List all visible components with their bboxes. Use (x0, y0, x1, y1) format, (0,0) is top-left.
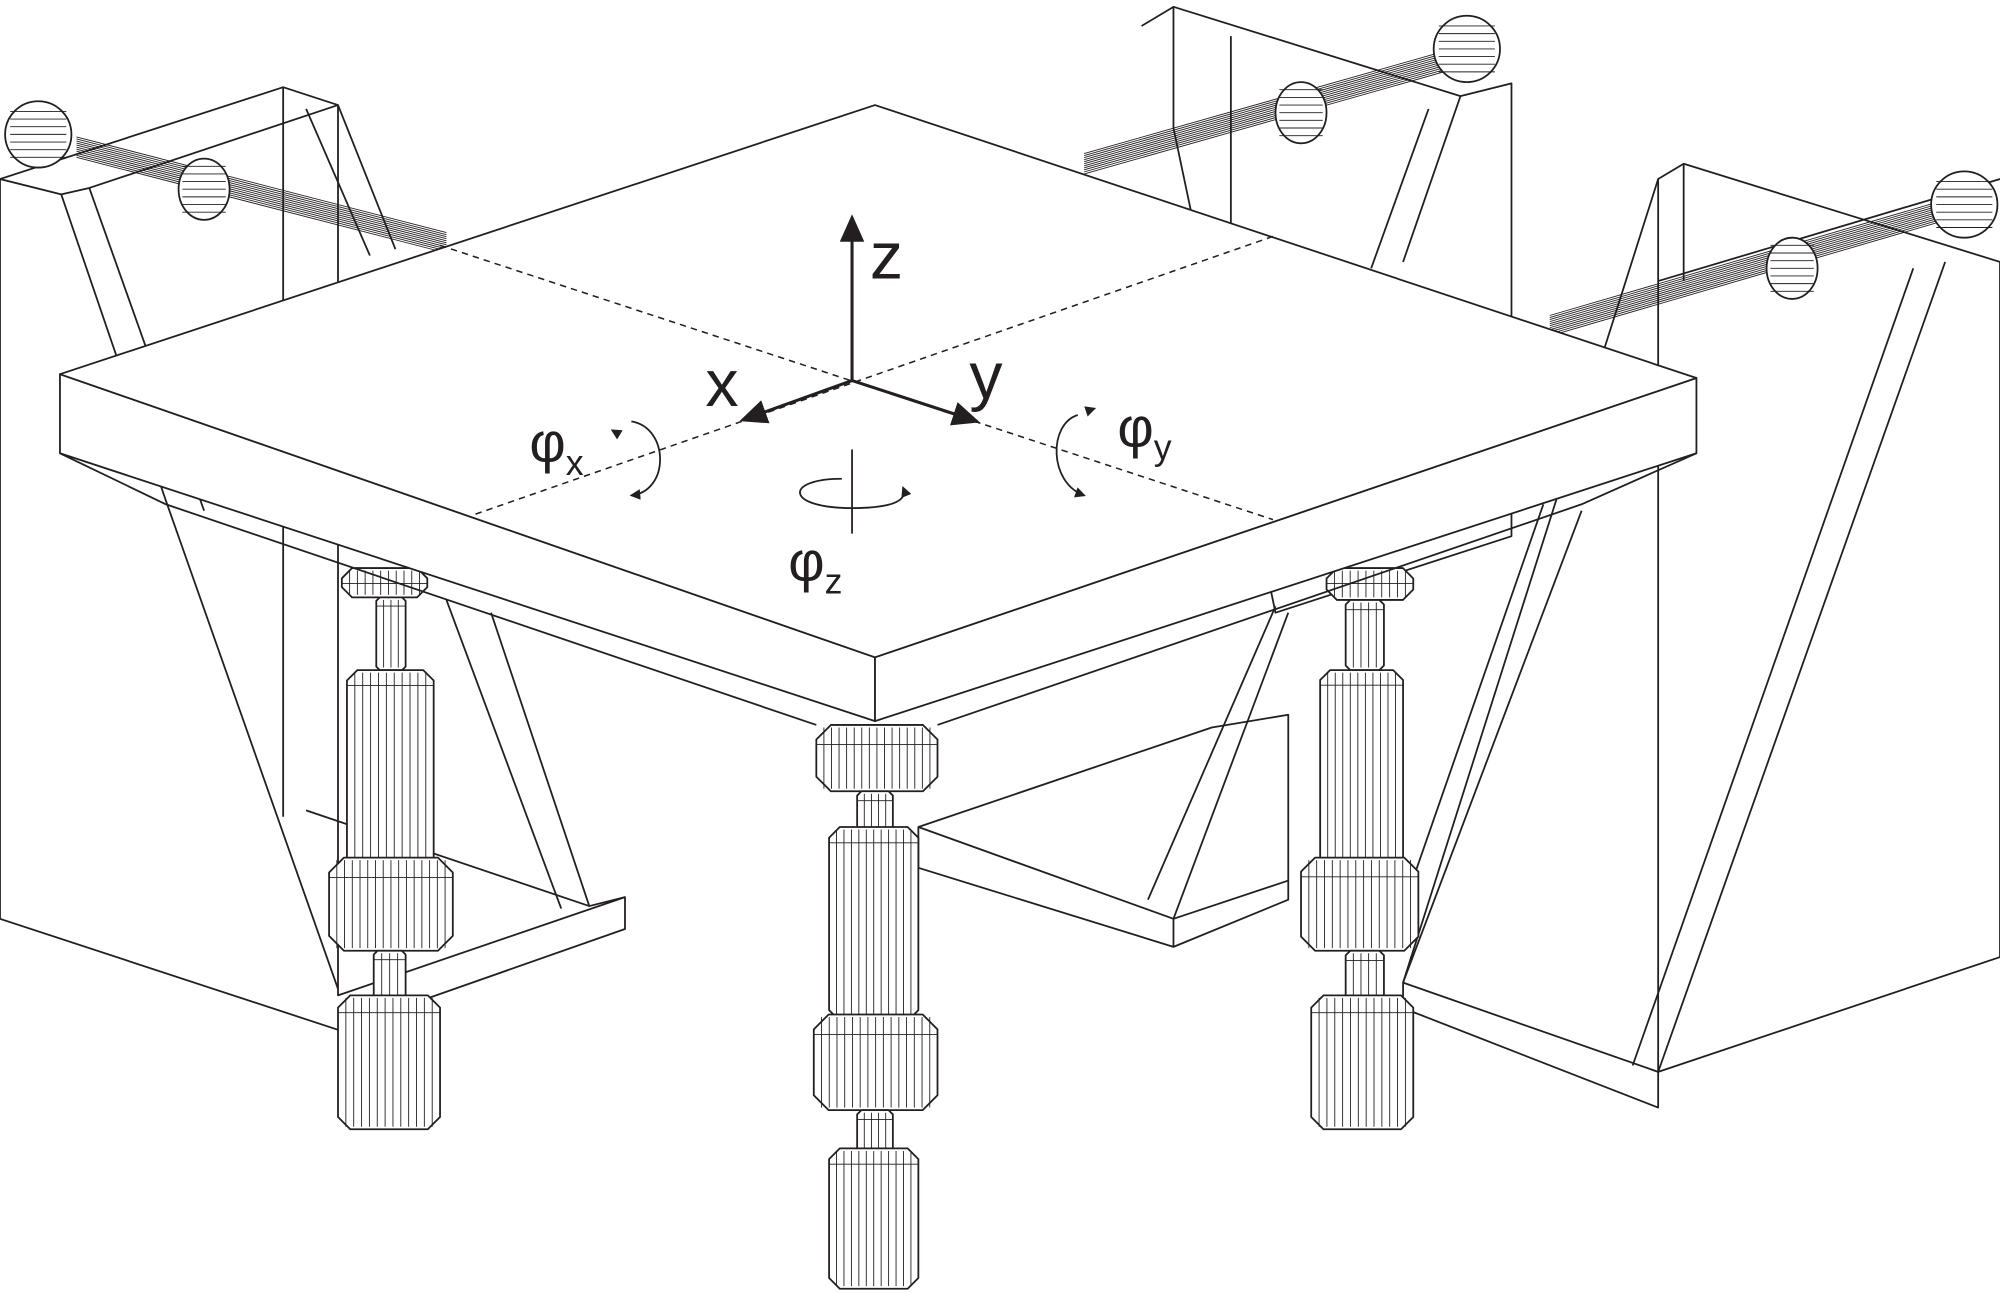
leg-cylinder-segment (1344, 949, 1385, 1003)
leg-cylinder-segment (828, 1147, 920, 1290)
rod-knob (1930, 170, 1999, 239)
y-axis-label: y (969, 339, 1003, 413)
phi-z-subscript: z (825, 562, 843, 602)
leg-cylinder-segment (1344, 599, 1385, 671)
adjustment-rods (4, 14, 1999, 337)
leg-cylinder-segment (815, 724, 939, 793)
rotation-arrow-y-icon (1055, 414, 1086, 498)
bracket-right (1389, 162, 2000, 1109)
leg-cylinder-segment (828, 826, 920, 1022)
leg-cylinder-segment (1310, 994, 1415, 1131)
phi-y-subscript: y (1154, 428, 1172, 468)
rotation-z: φz (788, 449, 912, 602)
adjustment-rod (1549, 170, 1999, 337)
rotation-arrow-x-icon (629, 420, 661, 500)
z-axis-label: z (870, 220, 903, 294)
phi-x-subscript: x (566, 443, 584, 483)
centerline-y (474, 235, 1274, 516)
y-axis-arrow (851, 379, 980, 426)
rotation-y: φy (1055, 396, 1172, 498)
leg-cylinder-segment (1319, 669, 1404, 869)
leg-cylinder-segment (372, 949, 407, 1003)
support-legs (328, 567, 1420, 1290)
leg-cylinder-segment (1325, 567, 1415, 601)
coordinate-axes: z x y (705, 214, 1003, 426)
table-plate (59, 104, 1698, 726)
support-leg (812, 724, 939, 1290)
x-axis-arrow (739, 379, 853, 424)
leg-cylinder-segment (812, 1013, 939, 1112)
rod-nut (1765, 236, 1819, 300)
adjustment-rod (4, 100, 447, 254)
rod-knob (4, 100, 73, 169)
phi-z-symbol: φ (788, 530, 824, 593)
rod-knob (1432, 14, 1501, 83)
leg-cylinder-segment (1300, 856, 1420, 952)
leg-cylinder-segment (337, 994, 441, 1131)
leg-cylinder-segment (328, 856, 454, 952)
x-axis-label: x (705, 347, 738, 421)
rod-nut (1274, 81, 1328, 145)
rotation-x: φx (529, 411, 661, 500)
leg-cylinder-segment (346, 669, 435, 869)
support-leg (1300, 567, 1420, 1131)
svg-text:φz: φz (788, 530, 842, 602)
rod-nut (177, 157, 231, 221)
adjustment-rod (1084, 14, 1501, 175)
phi-x-symbol: φ (529, 411, 565, 474)
phi-y-symbol: φ (1117, 396, 1153, 459)
leg-cylinder-segment (340, 567, 429, 599)
rotation-arrow-z-icon (799, 477, 912, 509)
svg-text:φy: φy (1117, 396, 1171, 468)
svg-text:φx: φx (529, 411, 583, 483)
support-leg (328, 567, 454, 1131)
leg-cylinder-segment (375, 596, 407, 671)
